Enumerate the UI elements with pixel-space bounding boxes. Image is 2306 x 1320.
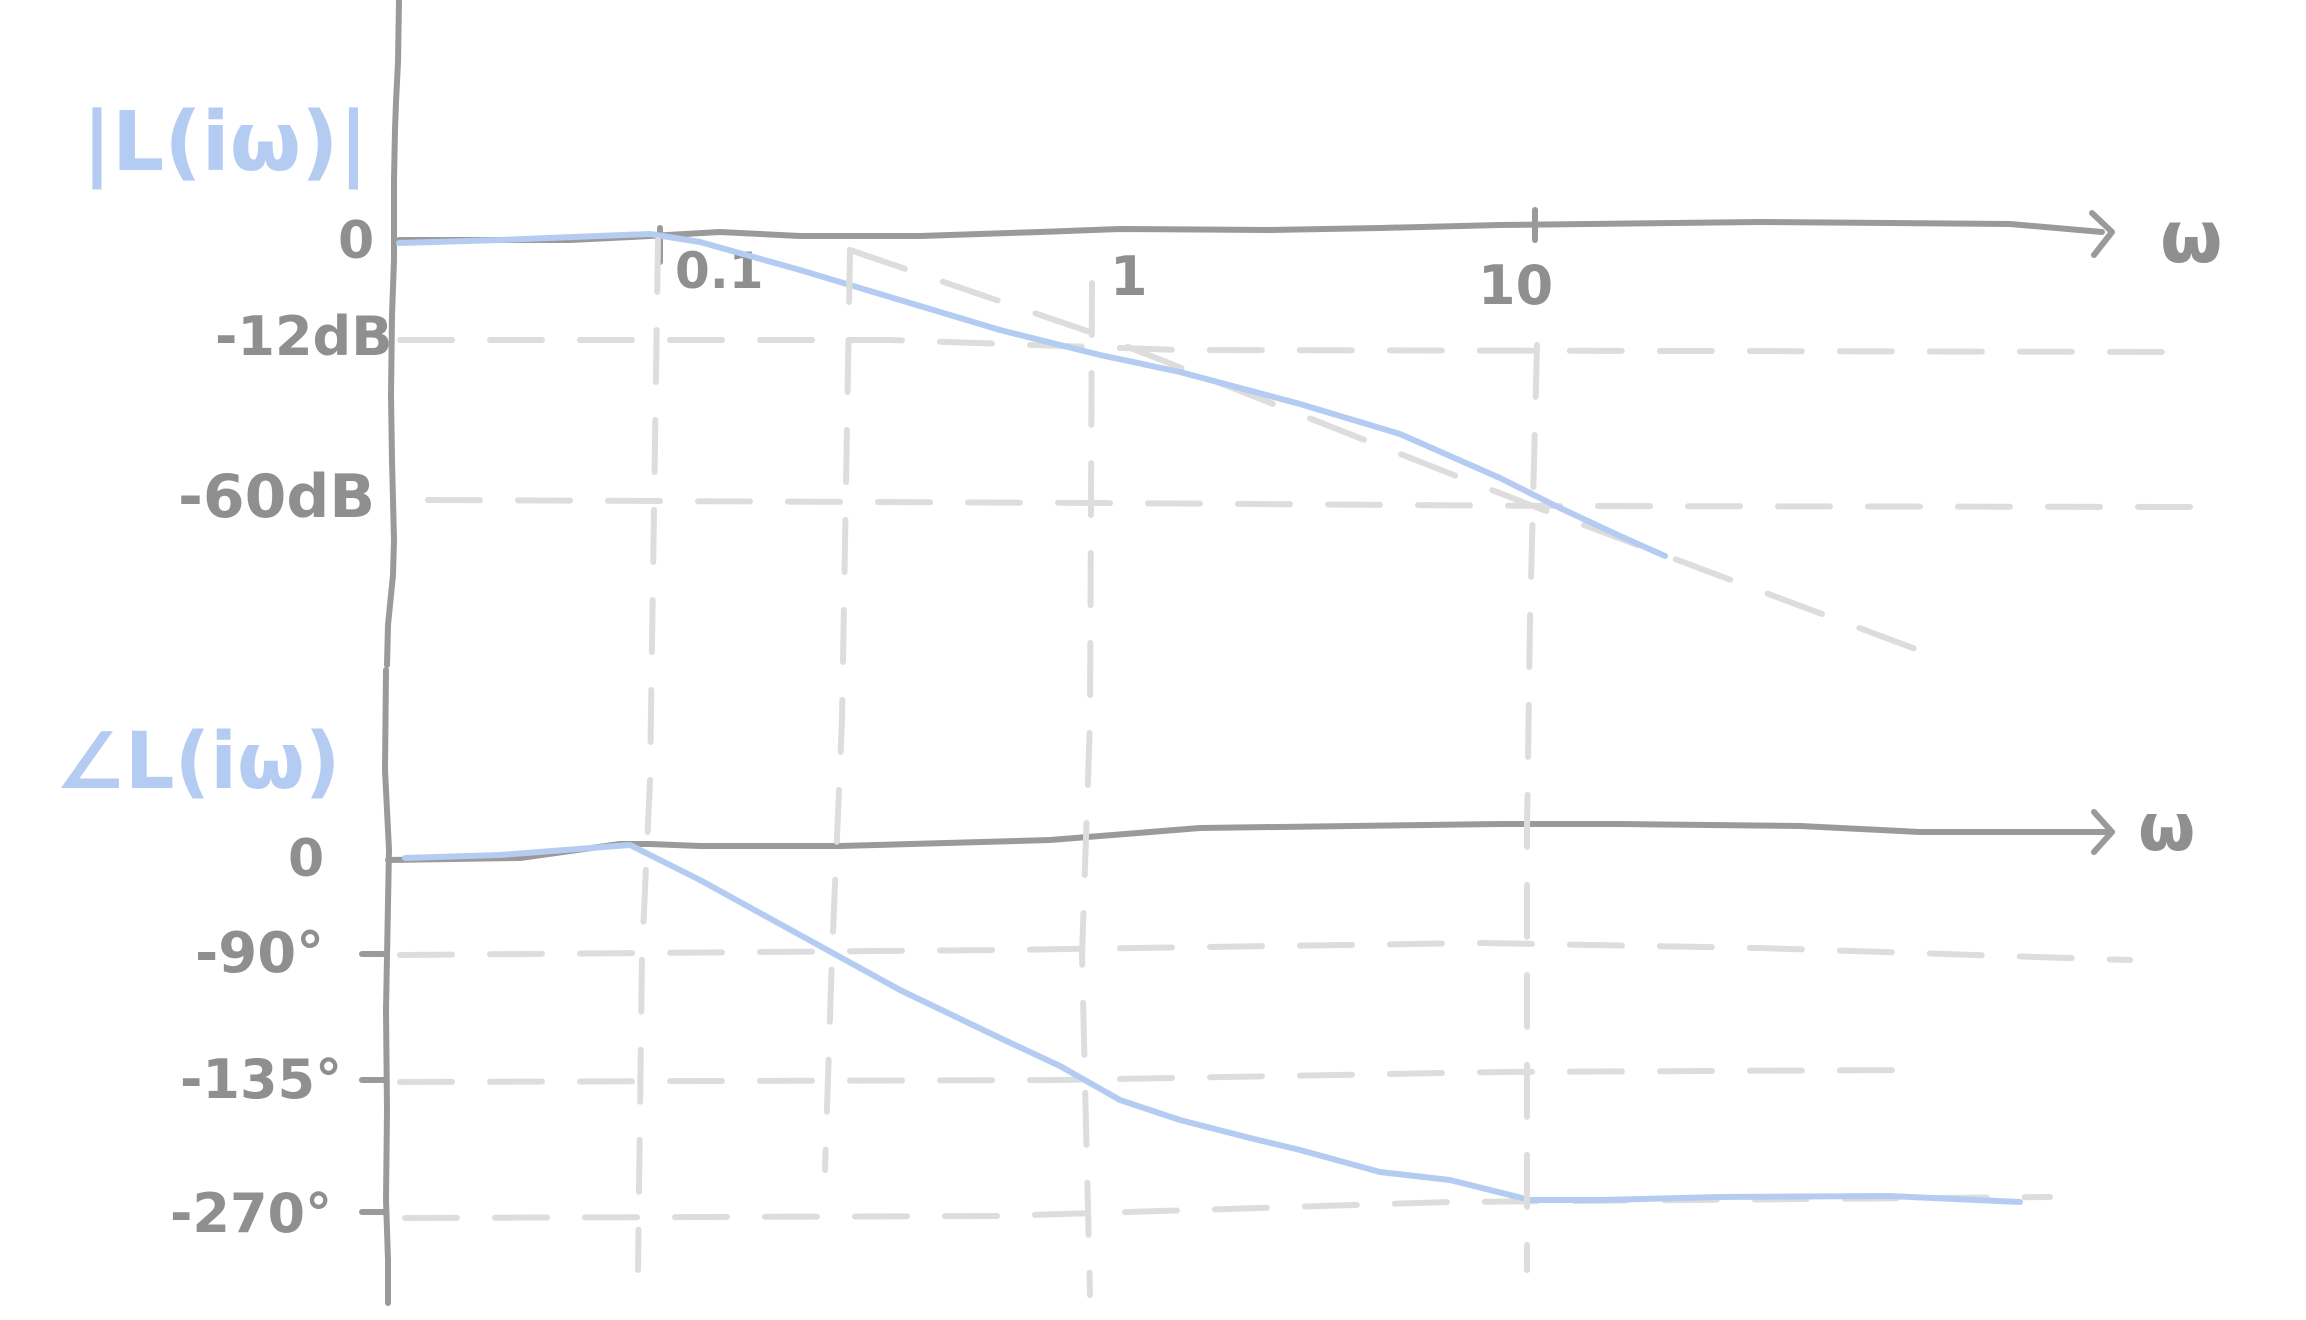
magnitude-title: |L(iω)|	[82, 95, 368, 191]
phase-y-tick-label-minus-270: -270°	[170, 1182, 332, 1245]
x-tick-label-1: 1	[1110, 245, 1148, 308]
magnitude-curve	[396, 231, 1668, 559]
phase-guide-minus-270	[402, 1194, 2053, 1221]
phase-plot: ∠L(iω) ω 0 -90° -135° -270°	[55, 667, 2195, 1306]
x-tick-label-10: 10	[1478, 254, 1553, 317]
guide-omega-1	[1078, 280, 1095, 1298]
magnitude-y-tick-label-minus-60db: -60dB	[178, 462, 375, 532]
x-tick-label-0.1: 0.1	[675, 242, 764, 300]
phase-title: ∠L(iω)	[55, 717, 340, 807]
phase-x-axis-arrowhead	[2091, 809, 2115, 855]
guide-omega-0.2	[822, 247, 853, 1173]
phase-y-tick-label-minus-90: -90°	[195, 921, 324, 986]
guide-omega-10	[1524, 342, 1540, 1273]
magnitude-y-tick-label-minus-12db: -12dB	[215, 305, 392, 368]
guide-omega-0.1	[635, 237, 661, 1273]
phase-y-axis	[382, 667, 392, 1306]
phase-guide-minus-90	[397, 939, 2133, 963]
phase-curve	[402, 842, 2023, 1205]
magnitude-asymptote	[847, 247, 1948, 663]
magnitude-guide-minus-60db	[425, 497, 2193, 510]
magnitude-y-axis	[384, 0, 402, 668]
magnitude-x-axis-label: ω	[2160, 195, 2223, 279]
phase-guide-minus-135	[397, 1067, 1923, 1085]
phase-y-tick-label-minus-135: -135°	[180, 1048, 342, 1111]
phase-x-axis-label: ω	[2138, 789, 2195, 866]
magnitude-x-axis-arrowhead	[2089, 210, 2115, 258]
magnitude-guide-minus-12db	[397, 337, 2193, 355]
frequency-guides	[635, 237, 1540, 1298]
phase-y-tick-label-0: 0	[288, 829, 324, 889]
magnitude-y-tick-label-0: 0	[338, 211, 374, 271]
magnitude-plot: |L(iω)| ω 0.1 1 10 0 -12dB -60dB	[82, 0, 2223, 668]
